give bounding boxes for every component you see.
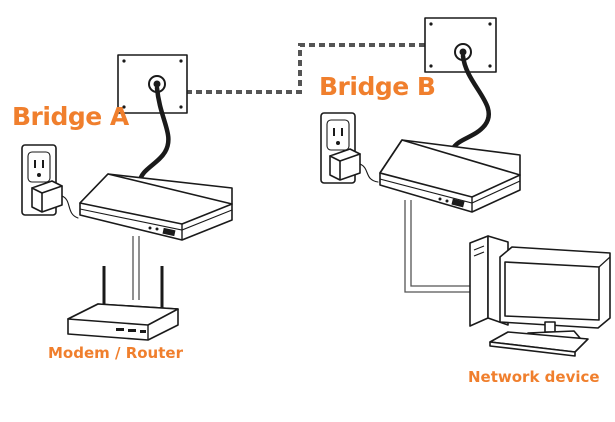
bridge-a-label: Bridge A — [12, 102, 129, 131]
network-device-label: Network device — [468, 368, 600, 386]
ethernet-cable-icon — [132, 236, 140, 300]
desktop-computer-icon — [469, 235, 611, 357]
power-adapter-icon — [329, 148, 379, 183]
coax-cable-icon — [449, 53, 491, 153]
coax-bridge-device-icon — [79, 173, 233, 241]
ethernet-cable-icon — [404, 200, 478, 293]
modem-router-label: Modem / Router — [48, 344, 183, 362]
bridge-b-label: Bridge B — [319, 72, 436, 101]
power-adapter-icon — [31, 180, 79, 219]
wall-coax-outlet-icon — [117, 54, 188, 114]
wifi-router-icon — [67, 266, 179, 341]
wall-coax-outlet-icon — [424, 17, 497, 73]
coax-bridge-device-icon — [379, 139, 521, 213]
coax-cable-icon — [137, 85, 171, 185]
coax-cable-run — [186, 43, 425, 94]
